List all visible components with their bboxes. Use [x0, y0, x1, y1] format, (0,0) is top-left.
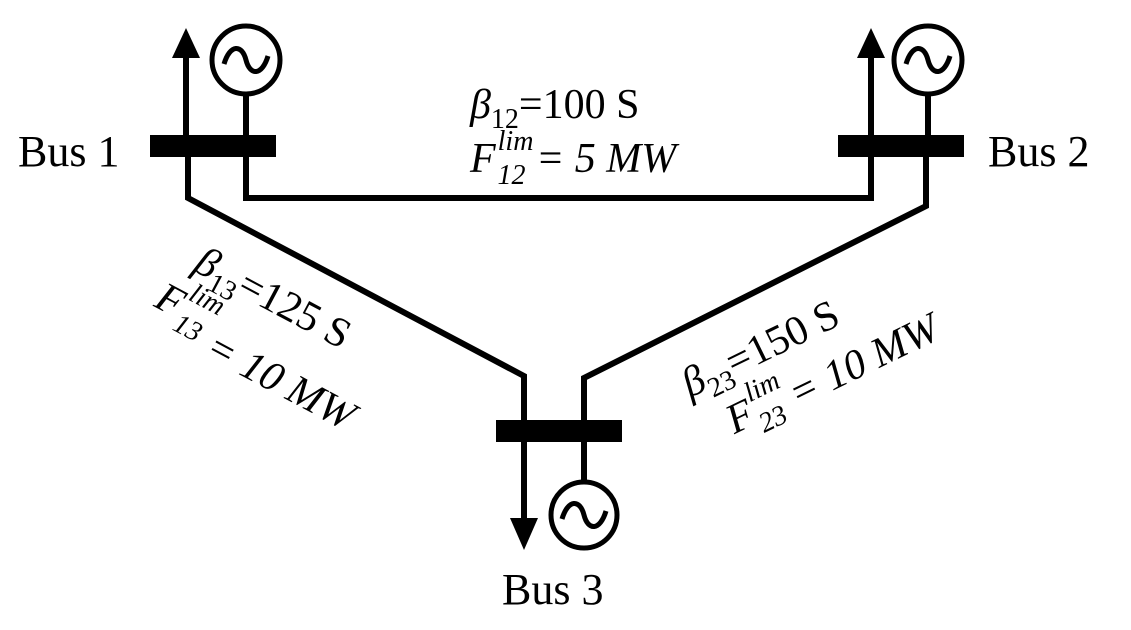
line-1-3 — [185, 146, 527, 432]
line-1-2 — [243, 146, 874, 201]
line-2-3-labels: β23=150 S Flim23 = 10 MW — [673, 291, 950, 443]
load-arrow-icon — [857, 28, 885, 135]
bus-2-label: Bus 2 — [988, 127, 1089, 176]
transmission-lines — [185, 146, 929, 432]
bus-1-label: Bus 1 — [18, 127, 119, 176]
line-1-3-labels: β13=125 S Flim13 = 10 MW — [147, 238, 366, 442]
bus-1: Bus 1 — [18, 23, 283, 176]
bus-2: Bus 2 — [838, 23, 1089, 176]
bus-3-bar — [496, 420, 622, 442]
generator-icon — [209, 23, 283, 135]
bus-2-bar — [838, 135, 964, 157]
line-2-3 — [581, 146, 929, 432]
line-1-2-beta: β12=100 S — [469, 82, 639, 135]
bus-1-bar — [150, 135, 276, 157]
load-arrow-icon — [172, 28, 200, 135]
bus-3: Bus 3 — [496, 420, 622, 614]
load-arrow-icon — [510, 442, 538, 550]
generator-icon — [891, 23, 965, 135]
generator-icon — [548, 442, 620, 551]
bus-3-label: Bus 3 — [502, 565, 603, 614]
